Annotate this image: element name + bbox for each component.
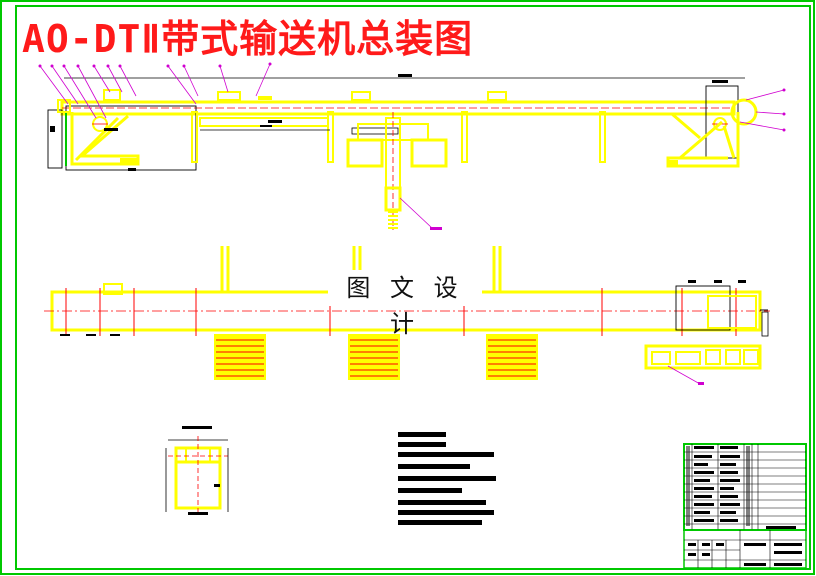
inner-frame	[15, 5, 811, 570]
section-view	[165, 426, 229, 515]
drawing-title: AO-DTⅡ带式输送机总装图	[22, 17, 474, 61]
watermark: 图 文 设 计	[328, 270, 482, 338]
technical-notes	[398, 432, 496, 525]
elevation-view	[38, 62, 786, 230]
title-block	[683, 443, 807, 569]
plan-view	[44, 246, 770, 385]
